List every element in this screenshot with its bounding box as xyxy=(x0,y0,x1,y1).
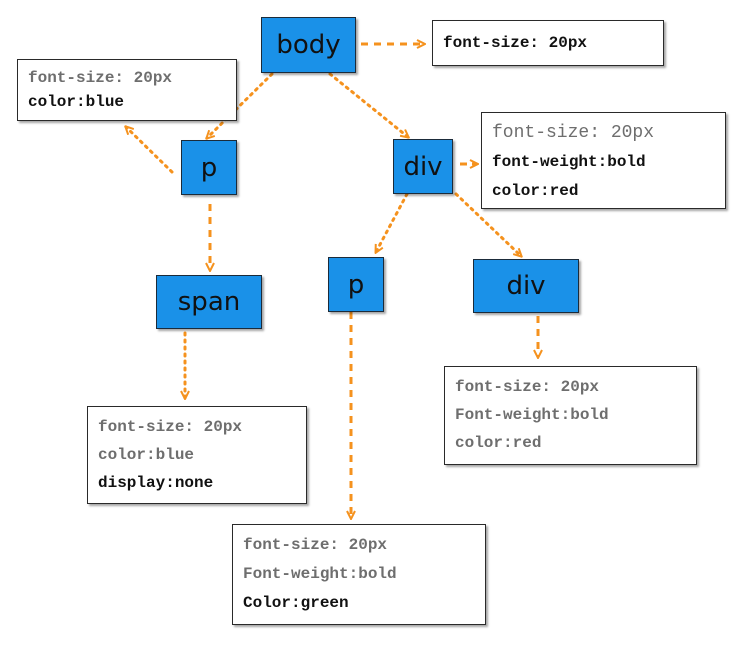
edge-body-to-div xyxy=(328,72,408,137)
style-line: color:blue xyxy=(98,446,195,464)
style-line: Font-weight:bold xyxy=(243,565,397,583)
style-line: display:none xyxy=(98,474,214,492)
style-line: font-size: 20px xyxy=(492,123,655,143)
style-line: Font-weight:bold xyxy=(455,406,609,424)
style-box-div-child: font-size: 20px Font-weight:bold color:r… xyxy=(444,366,697,465)
style-box-div-top: font-size: 20px font-weight:bold color:r… xyxy=(481,112,726,209)
style-line: color:blue xyxy=(28,93,125,111)
edge-div-to-div xyxy=(454,192,521,256)
style-line: font-size: 20px xyxy=(455,378,600,396)
node-body: body xyxy=(261,17,356,73)
node-p-mid: p xyxy=(328,257,384,312)
edge-body-to-p xyxy=(207,72,274,138)
style-line: color:red xyxy=(492,182,579,200)
edge-p-to-style xyxy=(126,127,174,174)
node-div-top: div xyxy=(393,139,453,194)
node-p-left: p xyxy=(181,140,237,195)
node-div-child: div xyxy=(473,259,579,313)
style-box-p-left: font-size: 20px color:blue xyxy=(17,59,237,121)
style-box-p-mid: font-size: 20px Font-weight:bold Color:g… xyxy=(232,524,486,625)
style-line: font-size: 20px xyxy=(443,34,588,52)
style-line: font-size: 20px xyxy=(98,418,243,436)
style-line: font-size: 20px xyxy=(28,69,173,87)
style-line: color:red xyxy=(455,434,542,452)
style-line: font-weight:bold xyxy=(492,153,646,171)
style-box-span: font-size: 20px color:blue display:none xyxy=(87,406,307,504)
style-box-body: font-size: 20px xyxy=(432,20,664,66)
node-span: span xyxy=(156,275,262,329)
edge-div-to-p xyxy=(376,192,409,252)
style-line: Color:green xyxy=(243,594,349,612)
style-line: font-size: 20px xyxy=(243,536,388,554)
